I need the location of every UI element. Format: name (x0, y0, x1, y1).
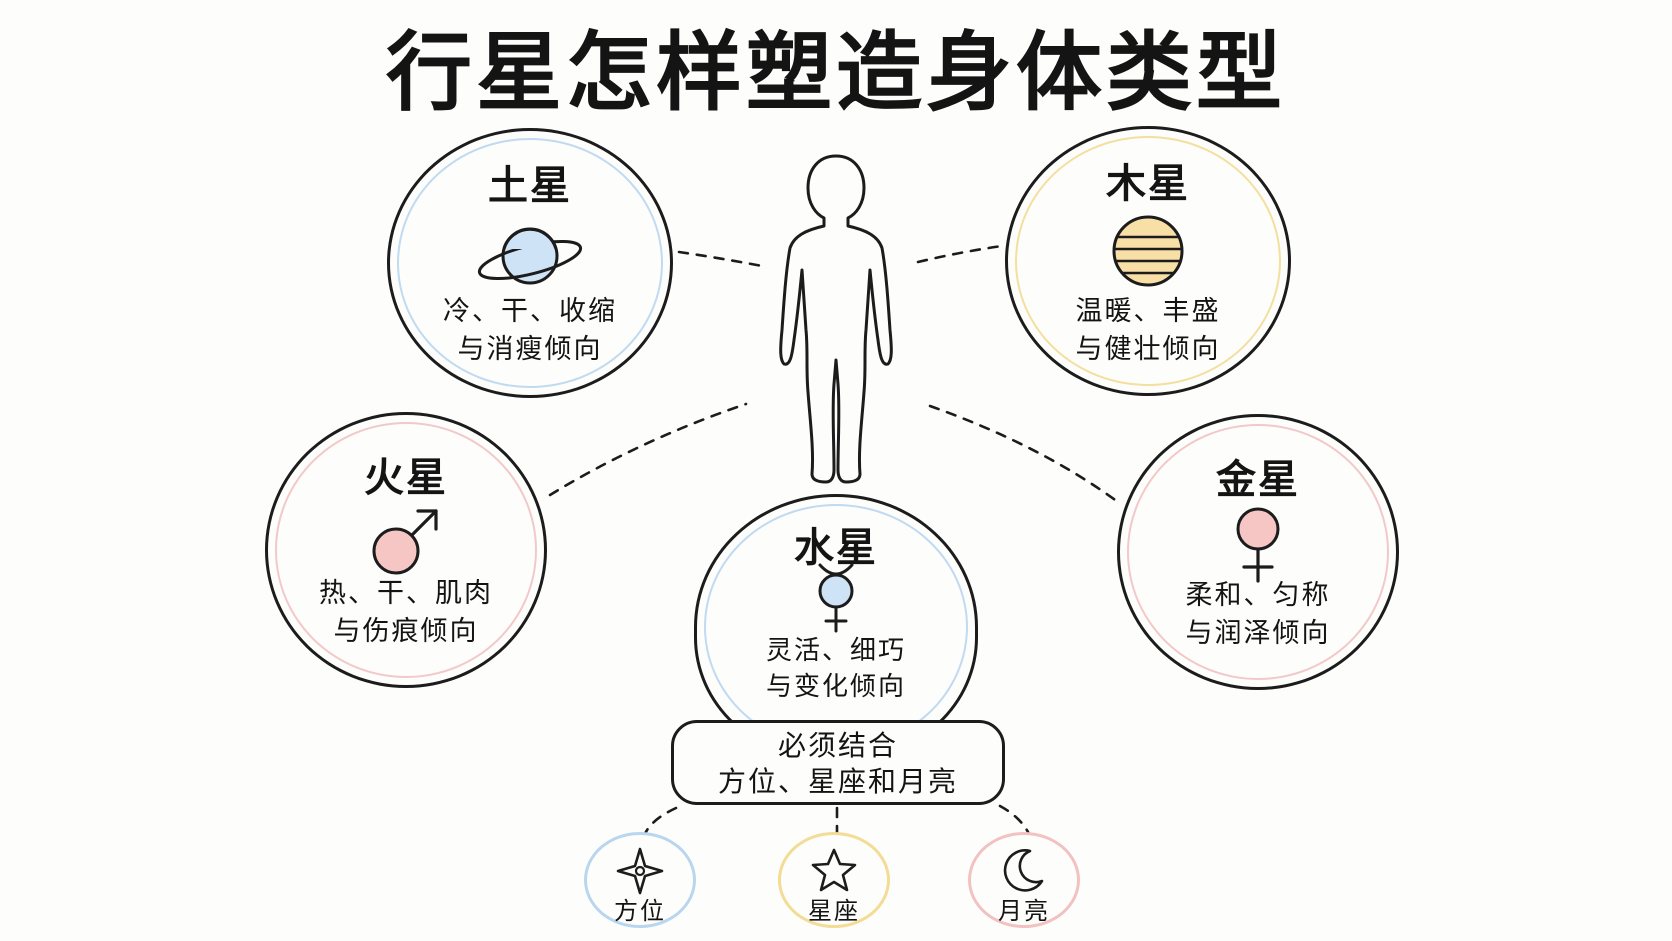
note-line-2: 方位、星座和月亮 (717, 765, 958, 798)
combine-note-box: 必须结合 方位、星座和月亮 (671, 720, 1005, 805)
planet-desc-venus: 柔和、匀称 与润泽倾向 (1185, 580, 1331, 649)
connector-venus (928, 404, 1120, 504)
planet-name-jupiter: 木星 (1106, 161, 1190, 207)
planet-name-venus: 金星 (1216, 457, 1300, 503)
page-title: 行星怎样塑造身体类型 (386, 23, 1286, 123)
planet-card-venus: 金星 柔和、匀称 与润泽倾向 (1117, 414, 1399, 690)
planet-desc-mercury: 灵活、细巧 与变化倾向 (765, 636, 906, 702)
planet-desc-saturn: 冷、干、收缩 与消瘦倾向 (443, 296, 617, 365)
factor-moon: 月亮 (968, 832, 1080, 928)
saturn-ringed-planet-icon (477, 227, 583, 285)
mars-symbol-icon (372, 509, 438, 575)
factor-label-moon: 月亮 (998, 897, 1050, 925)
planet-desc-jupiter: 温暖、丰盛 与健壮倾向 (1075, 296, 1221, 365)
connector-saturn (677, 250, 764, 268)
planet-name-mercury: 水星 (794, 525, 878, 571)
factor-label-zodiac: 星座 (808, 897, 860, 925)
compass-star-icon (616, 847, 664, 895)
planet-desc-mars: 热、干、肌肉 与伤痕倾向 (319, 578, 493, 647)
factor-zodiac: 星座 (778, 832, 890, 928)
crescent-moon-icon (1003, 849, 1044, 892)
star-icon (811, 848, 857, 892)
mercury-symbol-icon (818, 563, 854, 633)
connector-mars (548, 402, 748, 497)
planet-card-mars: 火星 热、干、肌肉 与伤痕倾向 (265, 412, 547, 688)
factor-direction: 方位 (584, 832, 696, 928)
planet-name-saturn: 土星 (488, 163, 572, 209)
planet-card-saturn: 土星 冷、干、收缩 与消瘦倾向 (387, 128, 673, 398)
venus-symbol-icon (1236, 507, 1280, 583)
connector-jupiter (916, 244, 1004, 264)
note-line-1: 必须结合 (777, 729, 898, 762)
factor-label-direction: 方位 (614, 897, 666, 925)
planet-card-jupiter: 木星 温暖、丰盛 与健壮倾向 (1005, 126, 1291, 396)
human-figure-icon (779, 154, 893, 484)
planet-name-mars: 火星 (364, 455, 448, 501)
jupiter-banded-planet-icon (1112, 215, 1184, 287)
